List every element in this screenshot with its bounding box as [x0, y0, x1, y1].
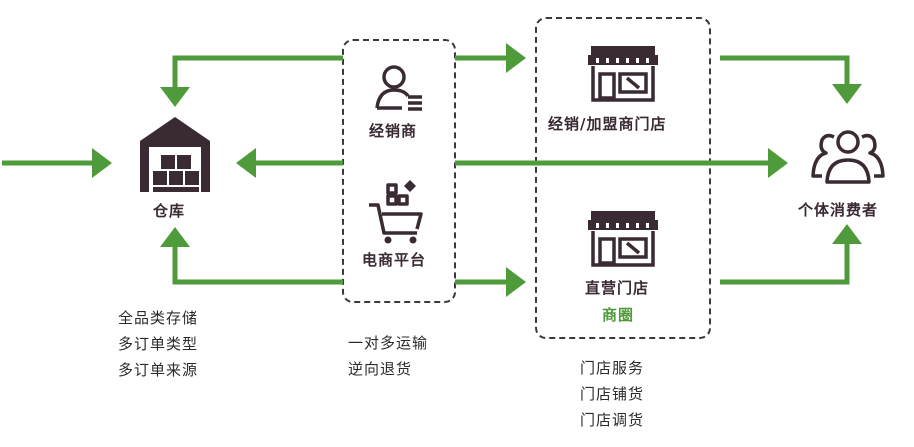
- business-circle-label: 商圈: [602, 306, 635, 324]
- note-line: 门店服务: [580, 359, 645, 377]
- note-line: 门店铺货: [580, 385, 645, 403]
- warehouse-bottom-arrow: [160, 227, 343, 285]
- shopping-cart-icon: [369, 180, 423, 244]
- direct-store-label: 直营门店: [585, 279, 650, 297]
- group-icon: [811, 130, 885, 184]
- note-line: 多订单来源: [118, 361, 199, 379]
- store-box: [535, 17, 711, 339]
- note-line: 多订单类型: [118, 335, 199, 353]
- direct-store-to-consumer-arrow: [720, 224, 862, 285]
- store-notes: 门店服务 门店铺货 门店调货: [580, 355, 644, 433]
- warehouse-icon: [140, 117, 210, 192]
- ecommerce-label: 电商平台: [362, 251, 427, 269]
- note-line: 一对多运输: [348, 334, 429, 352]
- warehouse-top-arrow: [160, 55, 343, 107]
- franchise-store-label: 经销/加盟商门店: [548, 115, 667, 133]
- note-line: 门店调货: [580, 411, 645, 429]
- middle-notes: 一对多运输 逆向退货: [348, 330, 428, 382]
- channel-box: [342, 39, 456, 303]
- note-line: 全品类存储: [118, 309, 199, 327]
- warehouse-notes: 全品类存储 多订单类型 多订单来源: [118, 305, 198, 383]
- note-line: 逆向退货: [348, 360, 413, 378]
- store-to-consumer-arrow: [720, 55, 862, 104]
- consumer-label: 个体消费者: [798, 201, 879, 219]
- distributor-label: 经销商: [369, 122, 418, 140]
- storefront-icon: [588, 211, 658, 267]
- person-icon: [375, 65, 422, 111]
- storefront-icon: [588, 46, 658, 102]
- warehouse-label: 仓库: [153, 202, 186, 220]
